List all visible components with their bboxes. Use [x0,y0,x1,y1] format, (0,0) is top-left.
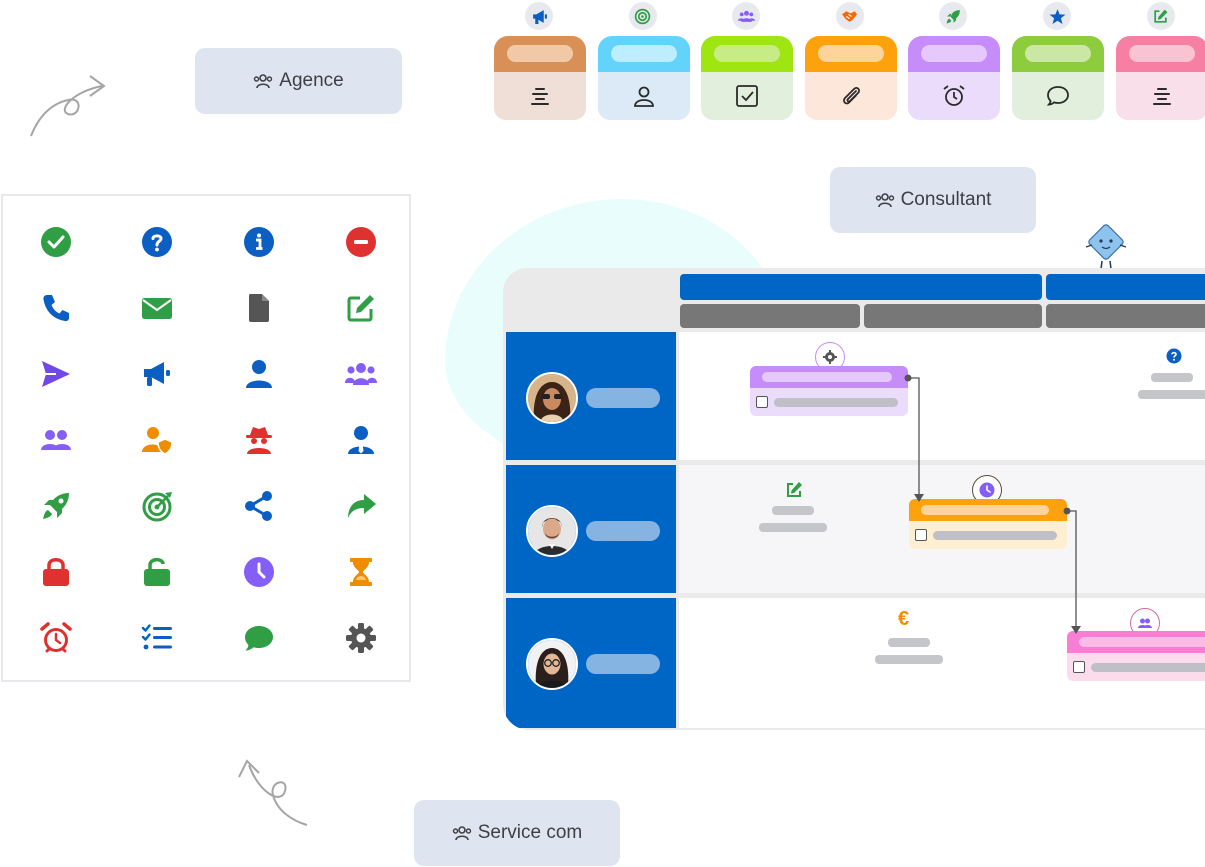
header-subperiod-3 [1046,304,1205,328]
mascot-illustration [1085,224,1127,270]
question-badge [1160,342,1188,370]
task-checkbox[interactable] [915,529,927,541]
minus-circle-icon[interactable] [344,225,378,259]
avatar [526,638,578,690]
task-card-pink[interactable] [1067,631,1205,681]
color-card[interactable] [804,36,897,120]
lane-person-3[interactable] [506,598,676,728]
task-checkbox[interactable] [756,396,768,408]
lane-name-placeholder [586,388,660,408]
user-tie-icon[interactable] [344,423,378,457]
edit-icon [784,480,804,500]
curly-arrow-decoration [30,75,106,137]
placeholder-line [1151,373,1193,382]
lane-person-1[interactable] [506,332,676,460]
color-card[interactable] [908,36,1001,120]
planner-board: € [503,268,1205,730]
question-circle-icon[interactable] [140,225,174,259]
align-center-icon [1152,88,1171,105]
lane-person-2[interactable] [506,465,676,593]
placeholder-line [759,523,827,532]
paperclip-icon [842,87,860,105]
tag-service-com-label: Service com [477,822,583,843]
alarm-icon[interactable] [39,621,73,655]
users-icon [1138,618,1152,628]
hourglass-icon[interactable] [344,555,378,589]
placeholder-line [1138,390,1205,399]
header-period-2 [1046,274,1205,300]
align-center-icon [531,88,549,105]
unlock-icon[interactable] [140,555,174,589]
users-icon[interactable] [344,357,378,391]
avatar [526,372,578,424]
forward-icon[interactable] [344,489,378,523]
rocket-icon [939,2,968,30]
avatar [526,505,578,557]
euro-symbol: € [898,608,910,630]
users-icon [254,74,273,89]
icon-library-panel [1,194,411,682]
color-card[interactable] [1012,36,1104,120]
lane-name-placeholder [586,521,660,541]
user-shield-icon[interactable] [140,423,174,457]
alarm-icon [943,85,965,106]
color-card[interactable] [701,36,794,120]
lock-icon[interactable] [39,555,73,589]
tag-agence: Agence [195,48,402,114]
color-card[interactable] [494,36,586,120]
phone-icon[interactable] [39,291,73,325]
gear-icon [823,350,837,364]
comment-icon [1046,86,1069,106]
edit-icon [1146,2,1175,30]
edit-icon[interactable] [344,291,378,325]
dependency-arrows [904,374,1081,634]
user-secret-icon[interactable] [242,423,276,457]
users-icon [452,826,471,841]
tag-service-com: Service com [414,800,620,866]
star-icon [1043,2,1071,30]
placeholder-line [888,638,930,647]
header-period-1 [680,274,1042,300]
user-icon[interactable] [242,357,276,391]
info-circle-icon[interactable] [242,225,276,259]
header-subperiod-2 [864,304,1042,328]
users-icon [732,2,761,30]
megaphone-icon[interactable] [140,357,174,391]
task-card-purple[interactable] [750,366,908,416]
envelope-icon[interactable] [140,291,174,325]
send-icon[interactable] [39,357,73,391]
comment-icon[interactable] [242,621,276,655]
tag-consultant: Consultant [830,167,1036,233]
color-card[interactable] [597,36,690,120]
rocket-icon[interactable] [39,489,73,523]
target-icon [628,2,657,30]
checkbox-icon [736,85,759,107]
file-icon[interactable] [242,291,276,325]
color-card[interactable] [1115,36,1205,120]
clock-icon [979,482,995,498]
clock-icon[interactable] [242,555,276,589]
question-circle-icon [1166,348,1182,364]
placeholder-line [875,655,943,664]
list-check-icon[interactable] [140,621,174,655]
bullseye-icon[interactable] [140,489,174,523]
user-icon [633,86,654,107]
placeholder-line [772,506,814,515]
user-group-icon[interactable] [39,423,73,457]
megaphone-icon [525,2,553,30]
curly-arrow-decoration-bottom [238,759,308,826]
lane-name-placeholder [586,654,660,674]
task-checkbox[interactable] [1073,661,1085,673]
gear-icon[interactable] [344,621,378,655]
tag-consultant-label: Consultant [900,189,992,210]
task-card-orange[interactable] [909,499,1067,549]
users-icon [875,193,894,208]
check-circle-icon[interactable] [39,225,73,259]
share-icon[interactable] [242,489,276,523]
header-subperiod-1 [680,304,860,328]
tag-agence-label: Agence [279,70,344,91]
handshake-icon [835,2,864,30]
